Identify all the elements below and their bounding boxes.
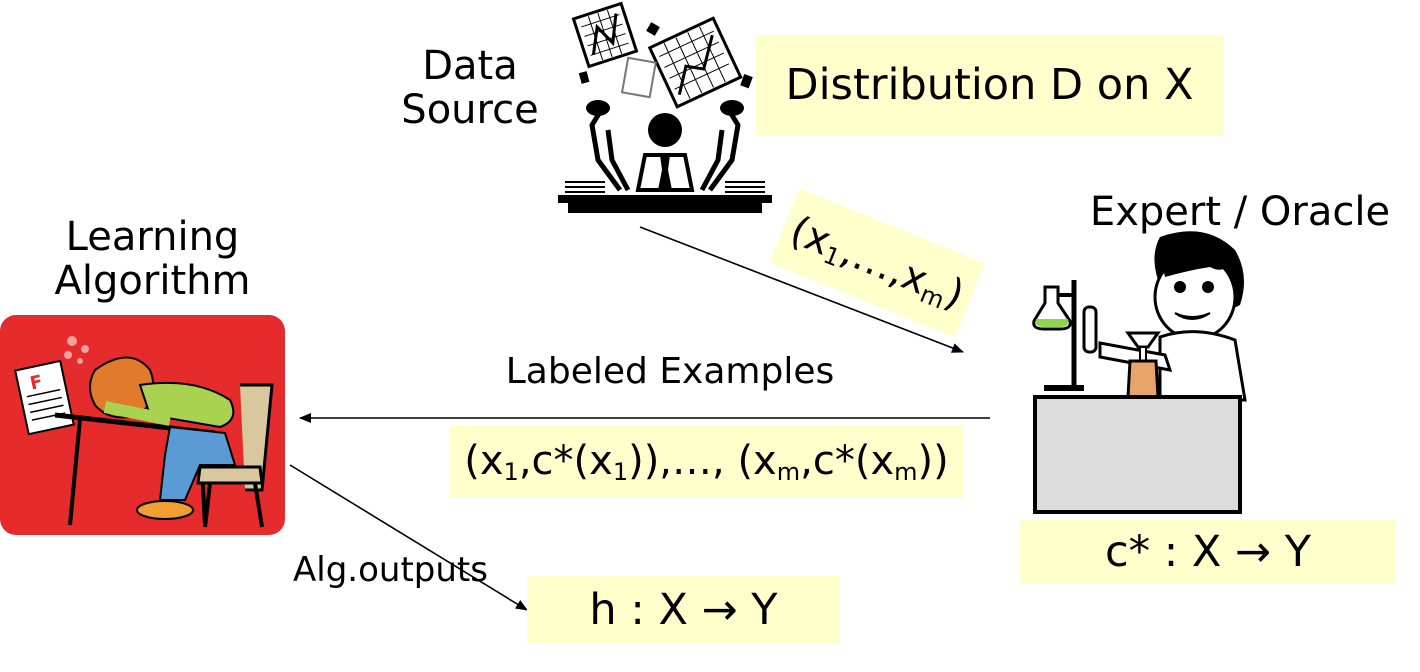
- arrow-learner-to-hypothesis: [289, 464, 528, 611]
- data-source-line2: Source: [401, 87, 539, 133]
- oracle-icon: [1032, 231, 1247, 514]
- student-icon: F: [0, 315, 285, 535]
- distribution-box: Distribution D on X: [756, 35, 1223, 135]
- target-box: c* : X → Y: [1020, 520, 1396, 583]
- outputs-label: Alg.outputs: [293, 550, 488, 590]
- data-source-icon: [558, 1, 772, 213]
- hypothesis-box: h : X → Y: [527, 576, 840, 644]
- distribution-text: Distribution D on X: [785, 60, 1194, 110]
- learner-line2: Algorithm: [54, 258, 251, 304]
- labeled-examples-title: Labeled Examples: [505, 351, 835, 392]
- learner-label: Learning Algorithm: [30, 215, 275, 303]
- target-text: c* : X → Y: [1104, 526, 1312, 577]
- examples-text: (x1,c*(x1)),…, (xm,c*(xm)): [464, 438, 949, 486]
- data-source-line1: Data: [422, 43, 518, 89]
- hypothesis-text: h : X → Y: [589, 585, 778, 635]
- arrow-source-to-oracle: [639, 226, 964, 353]
- expert-title: Expert / Oracle: [1089, 189, 1391, 235]
- data-source-label: Data Source: [380, 44, 560, 132]
- svg-text:F: F: [28, 371, 44, 394]
- examples-box: (x1,c*(x1)),…, (xm,c*(xm)): [450, 425, 963, 497]
- learner-line1: Learning: [65, 214, 240, 260]
